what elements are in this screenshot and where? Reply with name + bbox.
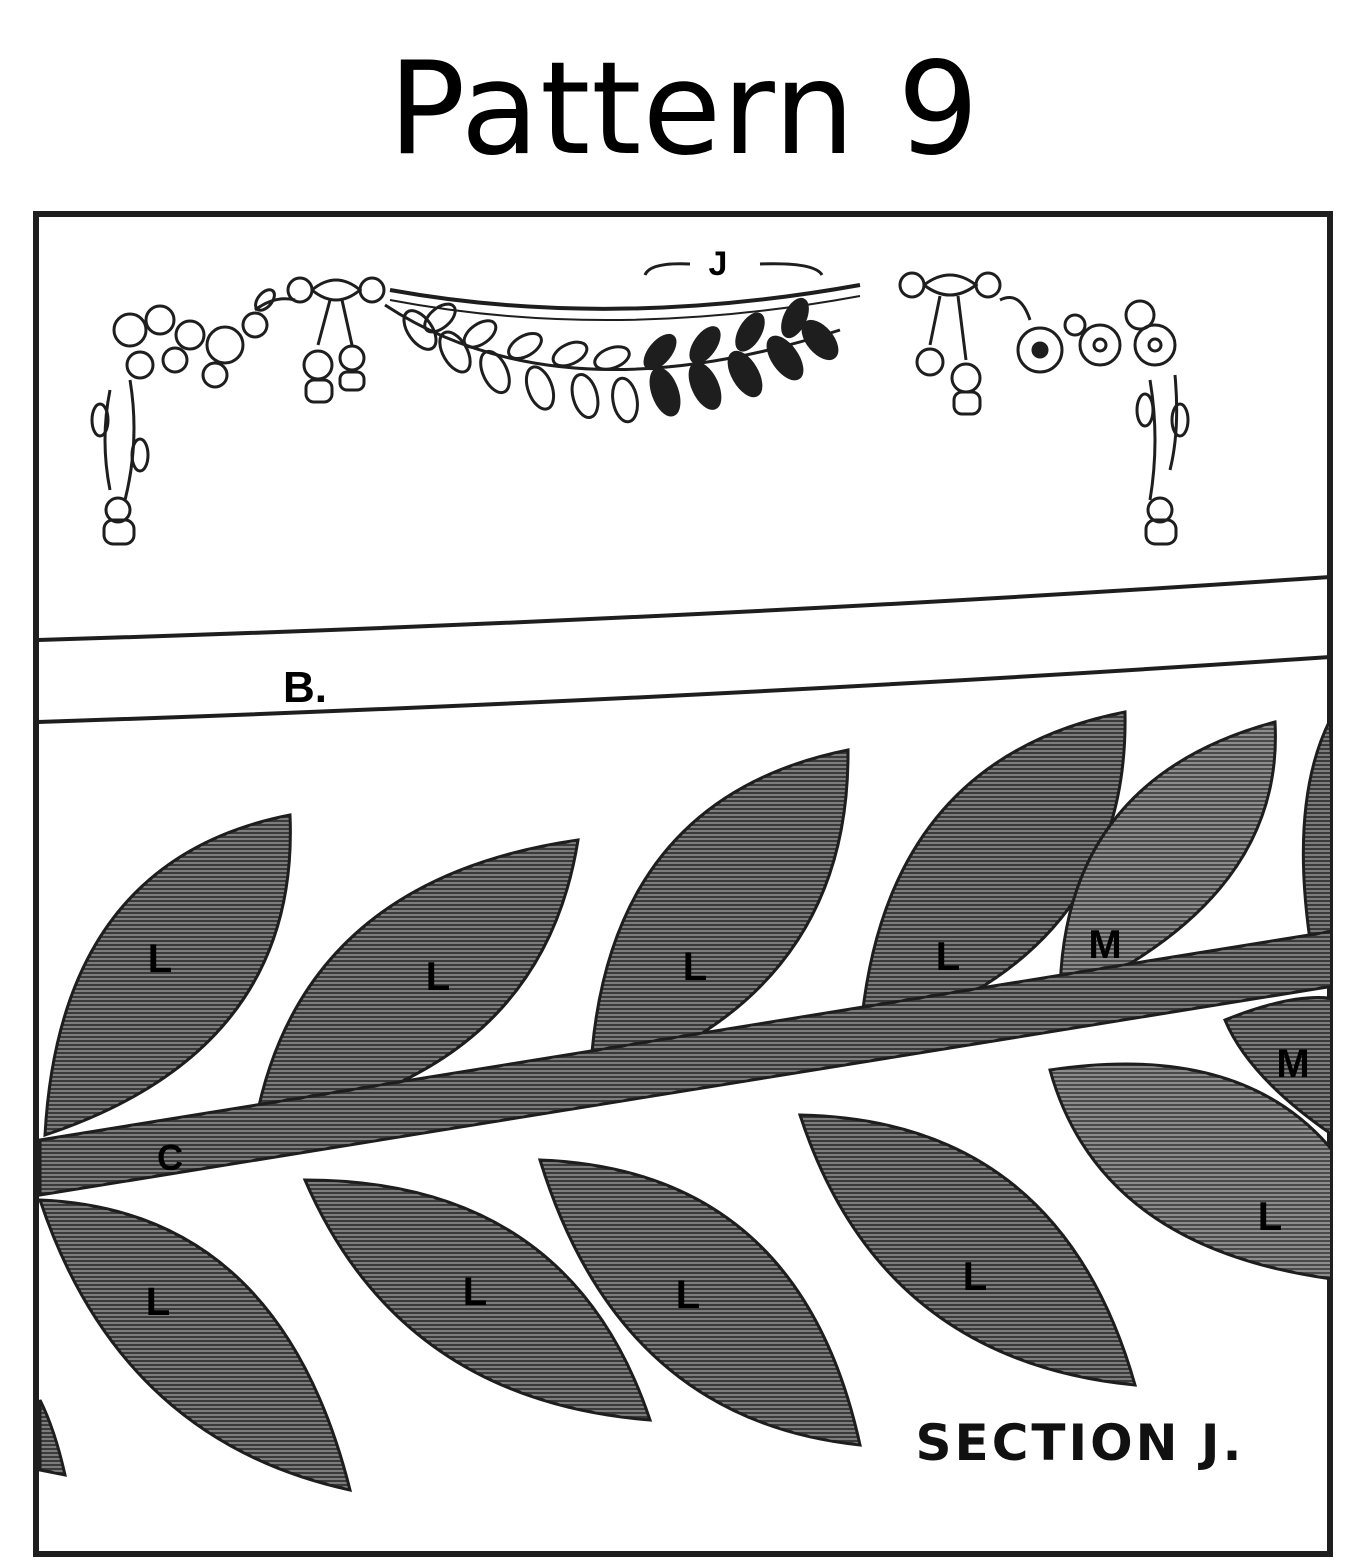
garland-illustration: [90, 262, 1190, 546]
leaf-label: L: [1258, 1195, 1282, 1239]
band-b: [37, 575, 1331, 724]
section-caption: SECTION J.: [916, 1414, 1245, 1472]
j-marker-label: J: [709, 245, 728, 283]
leaf-shape: [38, 1399, 67, 1477]
leaf-shape: [797, 1113, 1138, 1387]
page-title: Pattern 9: [388, 35, 980, 184]
leaf-shape: [537, 1158, 862, 1447]
leaf-shape: [43, 813, 292, 1138]
leaf-label: L: [148, 937, 172, 981]
leaf-label: L: [426, 955, 450, 999]
band-b-label: B.: [283, 663, 327, 712]
stem-shape: [38, 930, 1330, 1197]
leaf-label: L: [963, 1255, 987, 1299]
leaf-shape: [588, 748, 850, 1088]
leaf-shape: [38, 1198, 353, 1492]
leaf-shape: [1223, 996, 1330, 1135]
swag-leaf-outlines: [402, 302, 639, 424]
leaf-label: L: [146, 1280, 170, 1324]
leaf-label: M: [1276, 1042, 1309, 1086]
stem-c-label: C: [157, 1137, 183, 1178]
right-flower-cluster: [999, 296, 1190, 546]
leaf-label: L: [463, 1270, 487, 1314]
leaf-label: M: [1088, 923, 1121, 967]
leaf-shape: [1301, 719, 1330, 956]
leaf-shape: [1048, 1062, 1330, 1281]
leaf-label: L: [676, 1273, 700, 1317]
leaf-label: L: [936, 935, 960, 979]
leaf-label: L: [683, 945, 707, 989]
leaf-labels: L L L L M M L L L L L: [146, 923, 1310, 1324]
leaf-shape: [302, 1178, 653, 1422]
section-j-spray: [38, 710, 1330, 1492]
swag-leaf-solid: [643, 297, 839, 417]
leaf-shape: [253, 838, 580, 1127]
leaf-shape: [1058, 720, 1277, 1003]
left-flower-cluster: [90, 288, 296, 546]
leaf-shape: [858, 710, 1127, 1043]
